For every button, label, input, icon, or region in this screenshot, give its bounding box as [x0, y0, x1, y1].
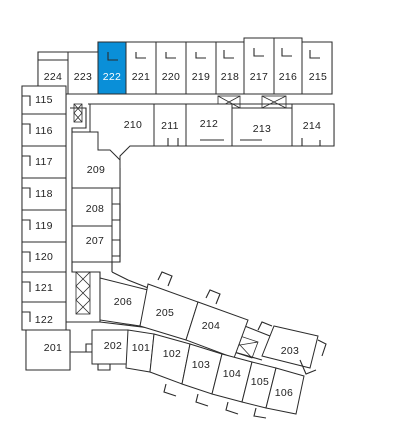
unit-120[interactable]: 120 — [21, 241, 67, 273]
unit-116[interactable]: 116 — [21, 113, 67, 147]
unit-214[interactable]: 214 — [291, 103, 335, 147]
unit-216[interactable]: 216 — [273, 37, 303, 95]
top-row-units: 224 223 222 221 220 219 218 217 — [37, 37, 333, 95]
unit-202[interactable]: 202 — [91, 329, 129, 365]
unit-115[interactable]: 115 — [21, 85, 67, 115]
unit-218[interactable]: 218 — [215, 41, 245, 95]
unit-217[interactable]: 217 — [243, 37, 275, 95]
unit-208[interactable]: 208 — [71, 187, 113, 227]
stair-icon — [75, 271, 91, 315]
unit-101[interactable]: 101 — [125, 329, 155, 373]
stair-icon — [261, 95, 287, 109]
unit-118[interactable]: 118 — [21, 177, 67, 211]
unit-221[interactable]: 221 — [125, 41, 157, 95]
inner-top-units: 210 211 212 213 214 — [89, 103, 335, 169]
unit-215[interactable]: 215 — [301, 41, 333, 95]
left-column-units: 115 116 117 118 119 120 121 122 — [21, 85, 67, 331]
unit-207[interactable]: 207 — [71, 225, 113, 263]
unit-122[interactable]: 122 — [21, 301, 67, 331]
stair-icon — [73, 103, 83, 123]
unit-223[interactable]: 223 — [67, 51, 99, 95]
unit-211[interactable]: 211 — [153, 103, 187, 147]
unit-203[interactable]: 203 — [261, 325, 319, 369]
unit-117[interactable]: 117 — [21, 145, 67, 179]
unit-222[interactable]: 222 — [97, 41, 127, 95]
unit-220[interactable]: 220 — [155, 41, 187, 95]
bottom-units: 201 202 101 102 103 104 105 106 — [25, 329, 305, 419]
unit-119[interactable]: 119 — [21, 209, 67, 243]
unit-201[interactable]: 201 — [25, 329, 71, 371]
unit-121[interactable]: 121 — [21, 271, 67, 303]
unit-219[interactable]: 219 — [185, 41, 217, 95]
